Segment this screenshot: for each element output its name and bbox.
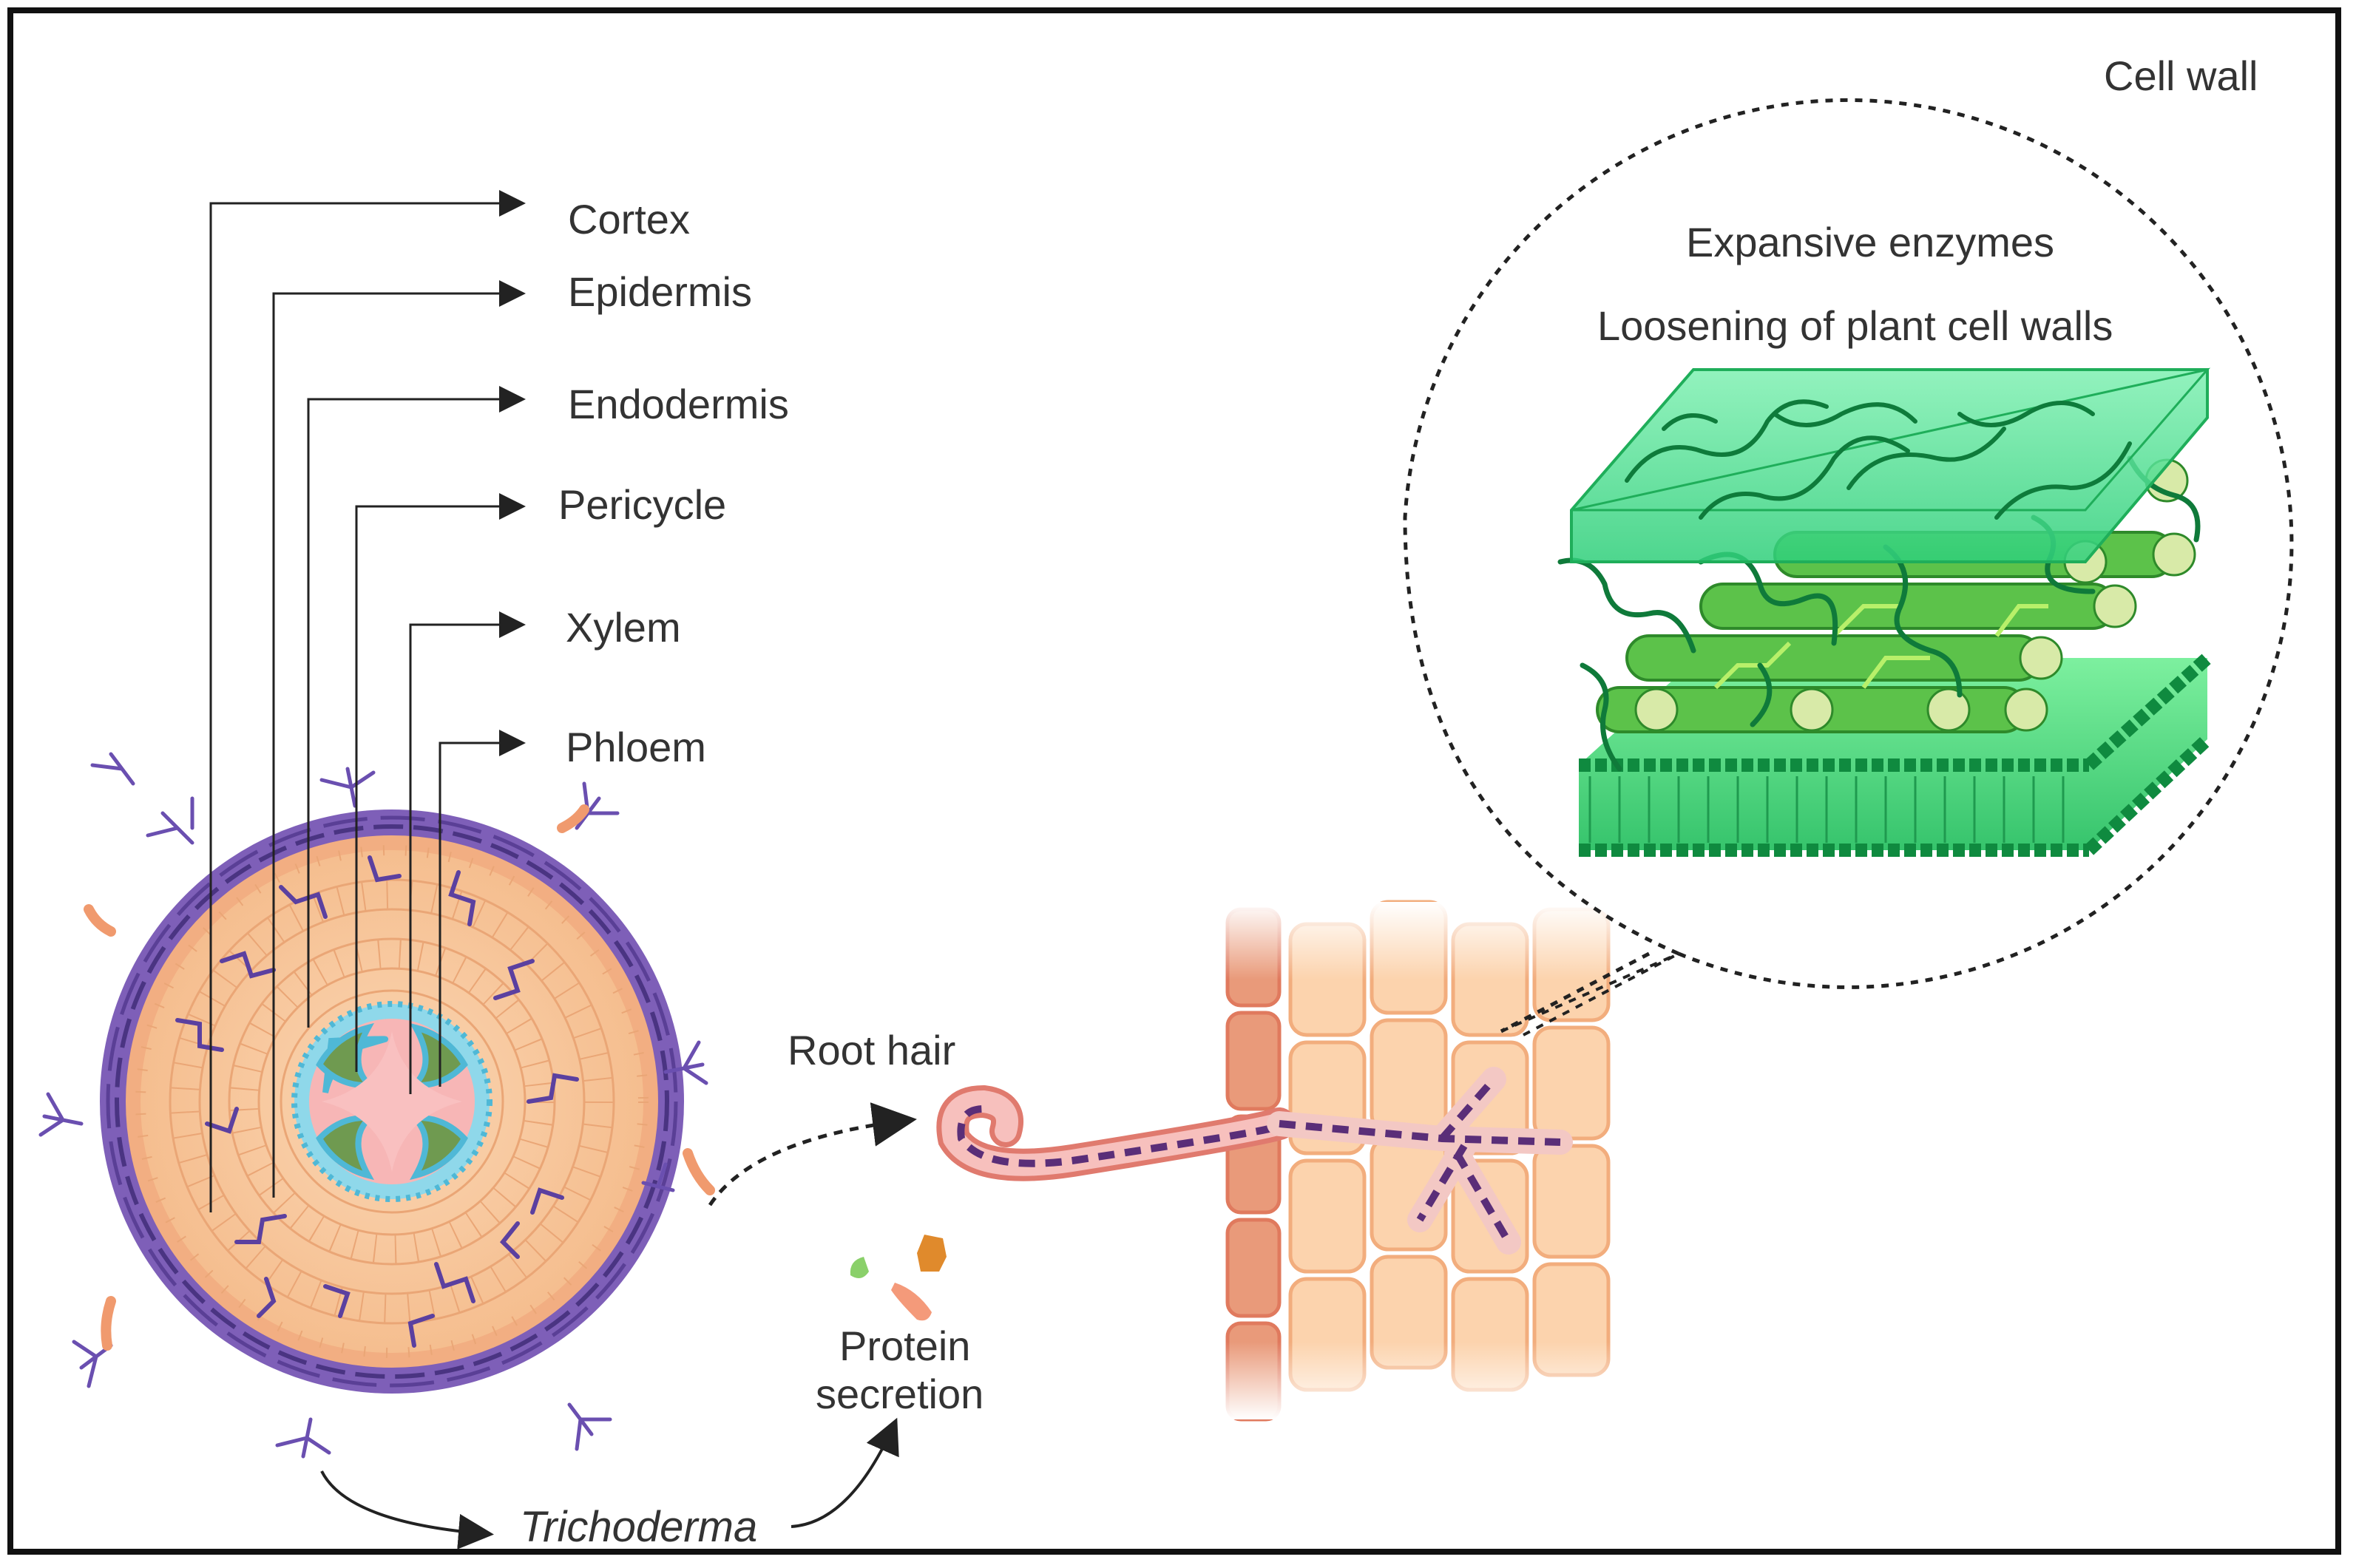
secreted-proteins (850, 1235, 947, 1321)
figure-border (7, 7, 2341, 1555)
section-labels: Cortex Epidermis Endodermis Pericycle Xy… (558, 196, 789, 770)
label-loosening: Loosening of plant cell walls (1597, 302, 2113, 349)
label-expansive-enzymes: Expansive enzymes (1686, 219, 2054, 265)
dotted-arrow-root-hair (708, 1102, 917, 1206)
label-cell-wall: Cell wall (2104, 52, 2258, 99)
leader-lines (209, 190, 526, 1212)
label-pericycle: Pericycle (558, 481, 726, 528)
root-cross-section (38, 752, 715, 1459)
hyphae-inside (175, 855, 579, 1348)
label-endodermis: Endodermis (568, 381, 789, 427)
matrix-slab (1570, 367, 2211, 563)
zoom-circle (1403, 98, 2294, 989)
label-root-hair: Root hair (788, 1027, 955, 1073)
label-secretion: secretion (816, 1371, 984, 1417)
label-xylem: Xylem (566, 604, 681, 651)
label-trichoderma: Trichoderma (520, 1503, 757, 1551)
label-phloem: Phloem (566, 724, 706, 770)
arrow-to-protein-secretion (791, 1417, 899, 1528)
cell-wall-zoom: Cell wall Expansive enzymes Loosening of… (1403, 52, 2294, 1036)
hyphae-outside (38, 752, 708, 1459)
label-epidermis: Epidermis (568, 268, 752, 315)
arrow-to-trichoderma (320, 1470, 494, 1550)
label-cortex: Cortex (568, 196, 690, 242)
label-protein: Protein (839, 1323, 970, 1369)
root-tissue (936, 900, 1627, 1422)
